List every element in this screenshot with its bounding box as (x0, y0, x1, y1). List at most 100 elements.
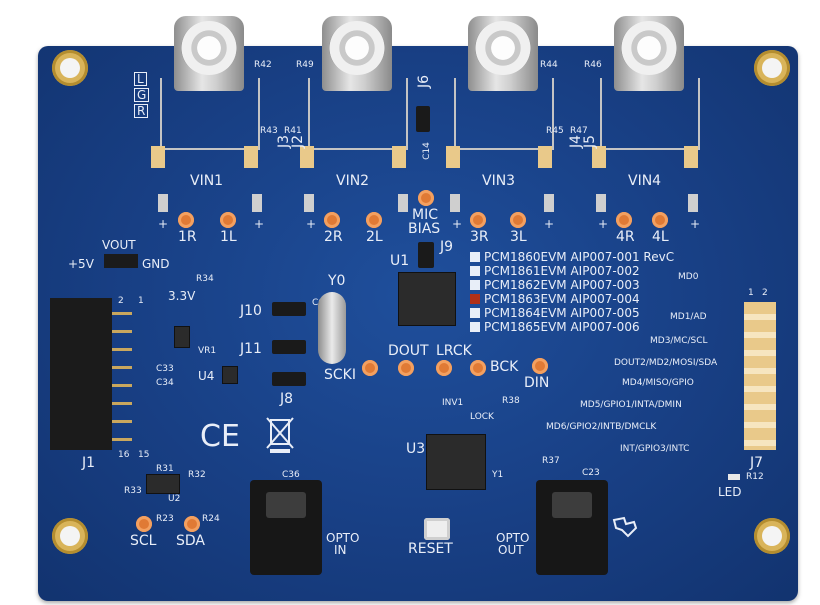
testpoint-4l[interactable] (652, 212, 668, 228)
label-vin3: VIN3 (482, 173, 516, 189)
evm-model-3: PCM1863EVM AIP007-004 (484, 292, 640, 306)
label-2l: 2L (366, 229, 383, 245)
ref-r47: R47 (570, 126, 588, 136)
pin-label-int: INT/GPIO3/INTC (620, 444, 690, 454)
header-j1[interactable] (50, 298, 112, 450)
label-2r: 2R (324, 229, 343, 245)
label-y0: Y0 (328, 273, 346, 289)
j1-pin-15: 15 (138, 450, 150, 460)
solder-pad (684, 146, 698, 168)
jumper-j10[interactable] (272, 302, 306, 316)
label-1r: 1R (178, 229, 197, 245)
solder-pad (151, 146, 165, 168)
label-vout: VOUT (102, 238, 136, 252)
jumper-j11[interactable] (272, 340, 306, 354)
jumper-j6[interactable] (416, 106, 430, 132)
chip-u3 (426, 434, 486, 490)
ref-r41: R41 (284, 126, 302, 136)
chip-u4 (222, 366, 238, 384)
lgr-l: L (134, 72, 147, 86)
opto-in-connector[interactable] (250, 480, 322, 575)
jumper-j9[interactable] (418, 242, 434, 268)
label-gnd: GND (142, 257, 170, 271)
pin-label-md5: MD5/GPIO1/INTA/DMIN (580, 400, 682, 410)
label-1l: 1L (220, 229, 237, 245)
ref-r34: R34 (196, 274, 214, 284)
rca-jack-vin4[interactable] (600, 16, 700, 150)
testpoint-sckl[interactable] (362, 360, 378, 376)
ref-r44: R44 (540, 60, 558, 70)
label-j7: J7 (750, 455, 764, 471)
pin-label-md3: MD3/MC/SCL (650, 336, 708, 346)
label-u2: U2 (168, 494, 181, 504)
ref-r31: R31 (156, 464, 174, 474)
ref-r46: R46 (584, 60, 602, 70)
testpoint-bck[interactable] (470, 360, 486, 376)
testpoint-1r[interactable] (178, 212, 194, 228)
testpoint-3l[interactable] (510, 212, 526, 228)
label-u1: U1 (390, 253, 410, 269)
testpoint-din[interactable] (532, 358, 548, 374)
label-vin4: VIN4 (628, 173, 662, 189)
smd-capacitor (304, 194, 314, 212)
testpoint-scl[interactable] (136, 516, 152, 532)
label-3l: 3L (510, 229, 527, 245)
testpoint-lrck[interactable] (436, 360, 452, 376)
mounting-hole-top-right (754, 50, 790, 86)
ref-c34: C34 (156, 378, 174, 388)
jumper-j8[interactable] (272, 372, 306, 386)
ref-r37: R37 (542, 456, 560, 466)
label-opto-out-2: OUT (498, 543, 524, 557)
label-j6: J6 (416, 74, 433, 89)
pin-label-md0: MD0 (678, 272, 699, 282)
testpoint-dout[interactable] (398, 360, 414, 376)
label-y1: Y1 (492, 470, 504, 480)
smd-capacitor (252, 194, 262, 212)
label-4r: 4R (616, 229, 635, 245)
power-header[interactable] (104, 254, 138, 268)
evm-marker-5 (470, 322, 480, 332)
rca-jack-vin2[interactable] (308, 16, 408, 150)
chip-u1 (398, 272, 456, 326)
ref-r33: R33 (124, 486, 142, 496)
label-lock: LOCK (470, 412, 494, 422)
header-j7[interactable] (744, 302, 776, 450)
ref-r45: R45 (546, 126, 564, 136)
pin-label-md4: MD4/MISO/GPIO (622, 378, 694, 388)
ti-logo-icon (612, 516, 638, 538)
label-reset: RESET (408, 541, 453, 557)
label-vin1: VIN1 (190, 173, 224, 189)
mounting-hole-bottom-left (52, 518, 88, 554)
testpoint-mic-bias[interactable] (418, 190, 434, 206)
reset-button[interactable] (424, 518, 450, 540)
testpoint-4r[interactable] (616, 212, 632, 228)
label-opto-out-1: OPTO (496, 531, 530, 545)
label-3v3: 3.3V (168, 289, 196, 303)
testpoint-2r[interactable] (324, 212, 340, 228)
ref-r42: R42 (254, 60, 272, 70)
label-u3: U3 (406, 441, 426, 457)
label-j2: J2 (290, 134, 307, 149)
label-j10: J10 (240, 303, 262, 319)
smd-capacitor (398, 194, 408, 212)
plus-sign: + (544, 217, 555, 231)
ref-c36: C36 (282, 470, 300, 480)
evm-marker-4 (470, 308, 480, 318)
smd-capacitor (596, 194, 606, 212)
rca-jack-vin1[interactable] (160, 16, 260, 150)
plus-sign: + (598, 217, 609, 231)
ref-r12: R12 (746, 472, 764, 482)
evm-marker-3-selected (470, 294, 480, 304)
rca-jack-vin3[interactable] (454, 16, 554, 150)
testpoint-sda[interactable] (184, 516, 200, 532)
label-opto-in-2: IN (334, 543, 347, 557)
opto-out-connector[interactable] (536, 480, 608, 575)
label-dout: DOUT (388, 343, 429, 359)
testpoint-2l[interactable] (366, 212, 382, 228)
solder-pad (300, 146, 314, 168)
testpoint-3r[interactable] (470, 212, 486, 228)
led-indicator (728, 474, 740, 480)
label-sckl: SCKI (324, 367, 356, 383)
testpoint-1l[interactable] (220, 212, 236, 228)
solder-pad (592, 146, 606, 168)
